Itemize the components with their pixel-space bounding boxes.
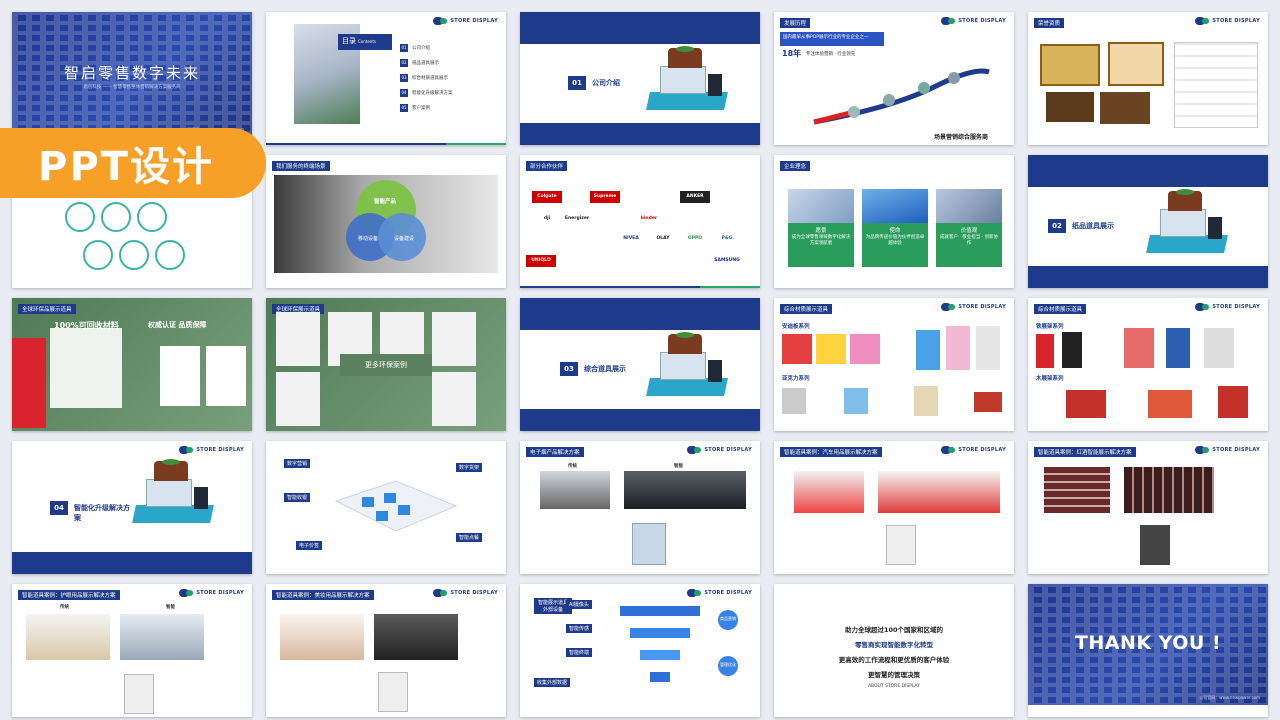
slide-grid: 智启零售数字未来 思创科技 —— 智慧零售整体营销解决方案服务商 公司官网：ww… <box>12 12 1268 720</box>
slide-comp-materials-2[interactable]: 综合材质展示道具 STORE DISPLAY 铁展架系列 木展架系列 <box>1028 298 1268 431</box>
slide-section-02[interactable]: 02 纸品道具展示 <box>1028 155 1268 288</box>
certificate-image <box>1108 42 1164 86</box>
funnel-diagram <box>620 606 738 682</box>
partner-logo: NIVEA <box>623 236 639 241</box>
partner-logo: UNIQLO <box>526 255 556 267</box>
culture-card: 愿景成为全球零售领域数字化解决方案领航者 <box>788 223 854 267</box>
section-title: 智能化升级解决方案 <box>74 504 130 522</box>
section-title: 综合道具展示 <box>584 365 626 373</box>
slide-partners[interactable]: 部分合作伙伴 Supreme ANKER dji Energizer kinde… <box>520 155 760 288</box>
logo-icon: STORE DISPLAY <box>941 303 1006 311</box>
certificate-image <box>1040 44 1100 86</box>
logo-icon: STORE DISPLAY <box>179 589 244 597</box>
timeline-curve <box>813 68 990 125</box>
slide-eco-cases[interactable]: 全球环保展示道具 更多环保案例 <box>266 298 506 431</box>
slide-data-flow[interactable]: STORE DISPLAY 智能展示道具外部设备 AI摄像头 智能传感 智能终端… <box>520 584 760 717</box>
logo-icon: STORE DISPLAY <box>1195 446 1260 454</box>
certificate-image <box>1100 92 1150 124</box>
partner-logo: P&G <box>721 236 733 241</box>
section-title: 公司介绍 <box>592 79 620 87</box>
slide-thank-you[interactable]: THANK YOU ! 公司官网：www.newpower.com <box>1028 584 1268 717</box>
certificate-list-image <box>1174 42 1258 128</box>
slide-cover[interactable]: 智启零售数字未来 思创科技 —— 智慧零售整体营销解决方案服务商 公司官网：ww… <box>12 12 252 145</box>
certificate-image <box>206 346 246 406</box>
logo-icon: STORE DISPLAY <box>433 17 498 25</box>
slide-beauty-solution[interactable]: 智能道具案例：美妆用品展示解决方案 STORE DISPLAY <box>266 584 506 717</box>
logo-icon: STORE DISPLAY <box>687 446 752 454</box>
logo-icon: STORE DISPLAY <box>179 446 244 454</box>
slide-eco[interactable]: 全球环保品展示道具 100%可回收材料 权威认证 品质保障 <box>12 298 252 431</box>
slide-car-solution[interactable]: 智能道具案例：汽车用品展示解决方案 STORE DISPLAY <box>774 441 1014 574</box>
slide-history[interactable]: 发展历程 STORE DISPLAY 国内最早从事POP展示行业的专业企业之一 … <box>774 12 1014 145</box>
slide-smart-store[interactable]: 数字营销 智能收银 电子价签 数字货架 智能点餐 <box>266 441 506 574</box>
slide-section-03[interactable]: 03 综合道具展示 <box>520 298 760 431</box>
certificate-image <box>1046 92 1094 122</box>
eco-cases-title: 更多环保案例 <box>340 354 432 376</box>
display-stand-image <box>1138 189 1230 253</box>
culture-card: 使命为品牌传递价值为伙伴创造卓越体验 <box>862 223 928 267</box>
partner-logo: ANKER <box>680 191 710 203</box>
slide-comp-materials-1[interactable]: 综合材质展示道具 STORE DISPLAY 安迪板系列 亚克力系列 <box>774 298 1014 431</box>
slide-stores[interactable]: 我们服务的终端场景 智能产品 移动设备 设备建设 <box>266 155 506 288</box>
certificate-image <box>160 346 200 406</box>
slide-honors[interactable]: 荣誉资质 STORE DISPLAY <box>1028 12 1268 145</box>
logo-icon: STORE DISPLAY <box>941 17 1006 25</box>
display-stand-image <box>638 332 730 396</box>
display-stand-image <box>638 46 730 110</box>
partner-logo: Energizer <box>564 216 590 221</box>
logo-icon: STORE DISPLAY <box>941 446 1006 454</box>
partner-logo: dji <box>543 216 551 221</box>
cover-title: 智启零售数字未来 <box>63 64 200 82</box>
slide-eyecare-solution[interactable]: 智能道具案例：护眼用品展示解决方案 STORE DISPLAY 传统 智能 <box>12 584 252 717</box>
store-isometric <box>334 480 458 532</box>
slide-wine-solution[interactable]: 智能道具案例：红酒智能展示解决方案 STORE DISPLAY <box>1028 441 1268 574</box>
partner-logo: OLAY <box>656 236 670 241</box>
partner-logo: SAMSUNG <box>714 258 740 263</box>
slide-summary[interactable]: 助力全球超过100个国家和区域的 零售商实现智能数字化转型 更高效的工作流程和更… <box>774 584 1014 717</box>
display-stand-image <box>124 459 216 523</box>
partner-logo: Supreme <box>590 191 620 203</box>
logo-icon: STORE DISPLAY <box>1195 303 1260 311</box>
logo-icon: STORE DISPLAY <box>1195 17 1260 25</box>
venn-diagram <box>346 180 426 261</box>
cover-subtitle: 思创科技 —— 智慧零售整体营销解决方案服务商 <box>83 85 181 90</box>
section-title: 纸品道具展示 <box>1072 222 1114 230</box>
ppt-design-badge: PPT设计 <box>0 128 266 198</box>
service-circles <box>65 202 185 270</box>
slide-section-04[interactable]: STORE DISPLAY 04 智能化升级解决方案 <box>12 441 252 574</box>
thank-you-title: THANK YOU ! <box>1074 632 1222 654</box>
partner-logo: kinder <box>640 216 658 221</box>
slide-section-01[interactable]: 01 公司介绍 <box>520 12 760 145</box>
slide-ecig-solution[interactable]: 电子烟产品解决方案 STORE DISPLAY 传统 智能 <box>520 441 760 574</box>
slide-culture[interactable]: 企业理念 愿景成为全球零售领域数字化解决方案领航者 使命为品牌传递价值为伙伴创造… <box>774 155 1014 288</box>
logo-icon: STORE DISPLAY <box>687 589 752 597</box>
display-rack-image <box>12 338 46 428</box>
culture-card: 价值观成就客户 · 敬业担当 · 创新协作 <box>936 223 1002 267</box>
logo-icon: STORE DISPLAY <box>433 589 498 597</box>
partner-logo-strip <box>1028 705 1268 717</box>
partner-logo: Colgate <box>532 191 562 203</box>
partner-logo: OPPO <box>687 236 703 241</box>
